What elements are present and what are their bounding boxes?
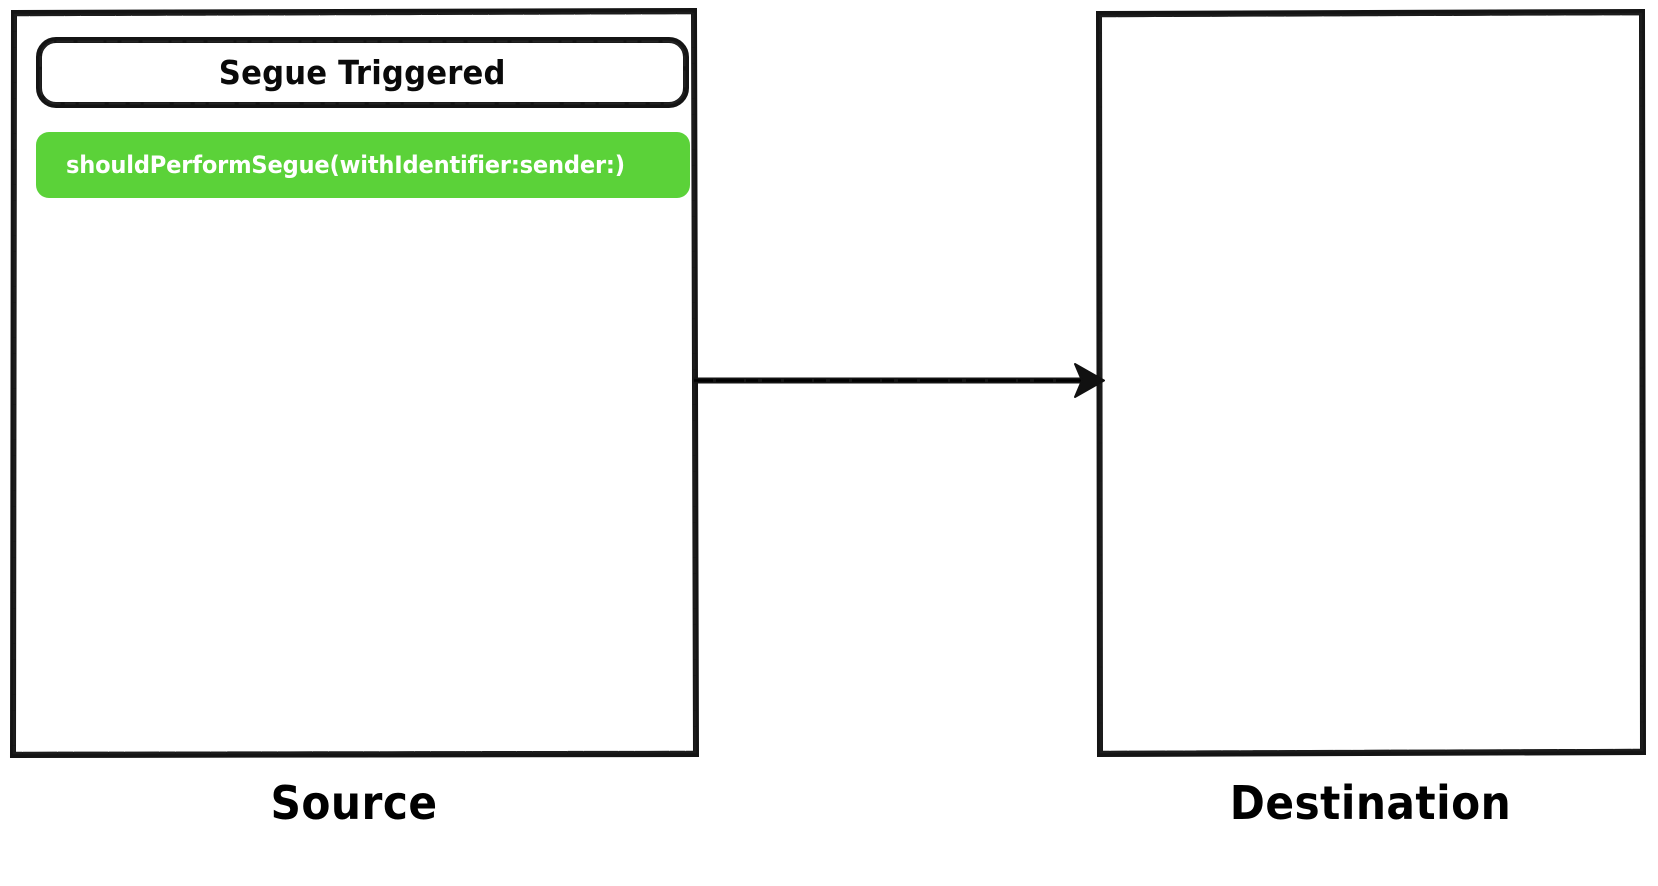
source-container: Segue Triggered shouldPerformSegue(withI…: [9, 7, 700, 759]
segue-connector-arrow: [694, 363, 1105, 398]
source-caption: Source: [270, 776, 438, 830]
destination-frame-outline: [1095, 8, 1647, 758]
segue-triggered-header: Segue Triggered: [35, 36, 690, 109]
destination-caption: Destination: [1229, 776, 1512, 830]
source-frame-outline: [9, 7, 700, 759]
segue-triggered-header-outline: [36, 37, 689, 108]
should-perform-segue-label: shouldPerformSegue(withIdentifier:sender…: [66, 151, 625, 179]
segue-triggered-label: Segue Triggered: [219, 53, 506, 92]
should-perform-segue-pill[interactable]: shouldPerformSegue(withIdentifier:sender…: [36, 132, 690, 198]
connector-arrowhead: [1074, 363, 1105, 398]
destination-container: [1095, 8, 1647, 758]
